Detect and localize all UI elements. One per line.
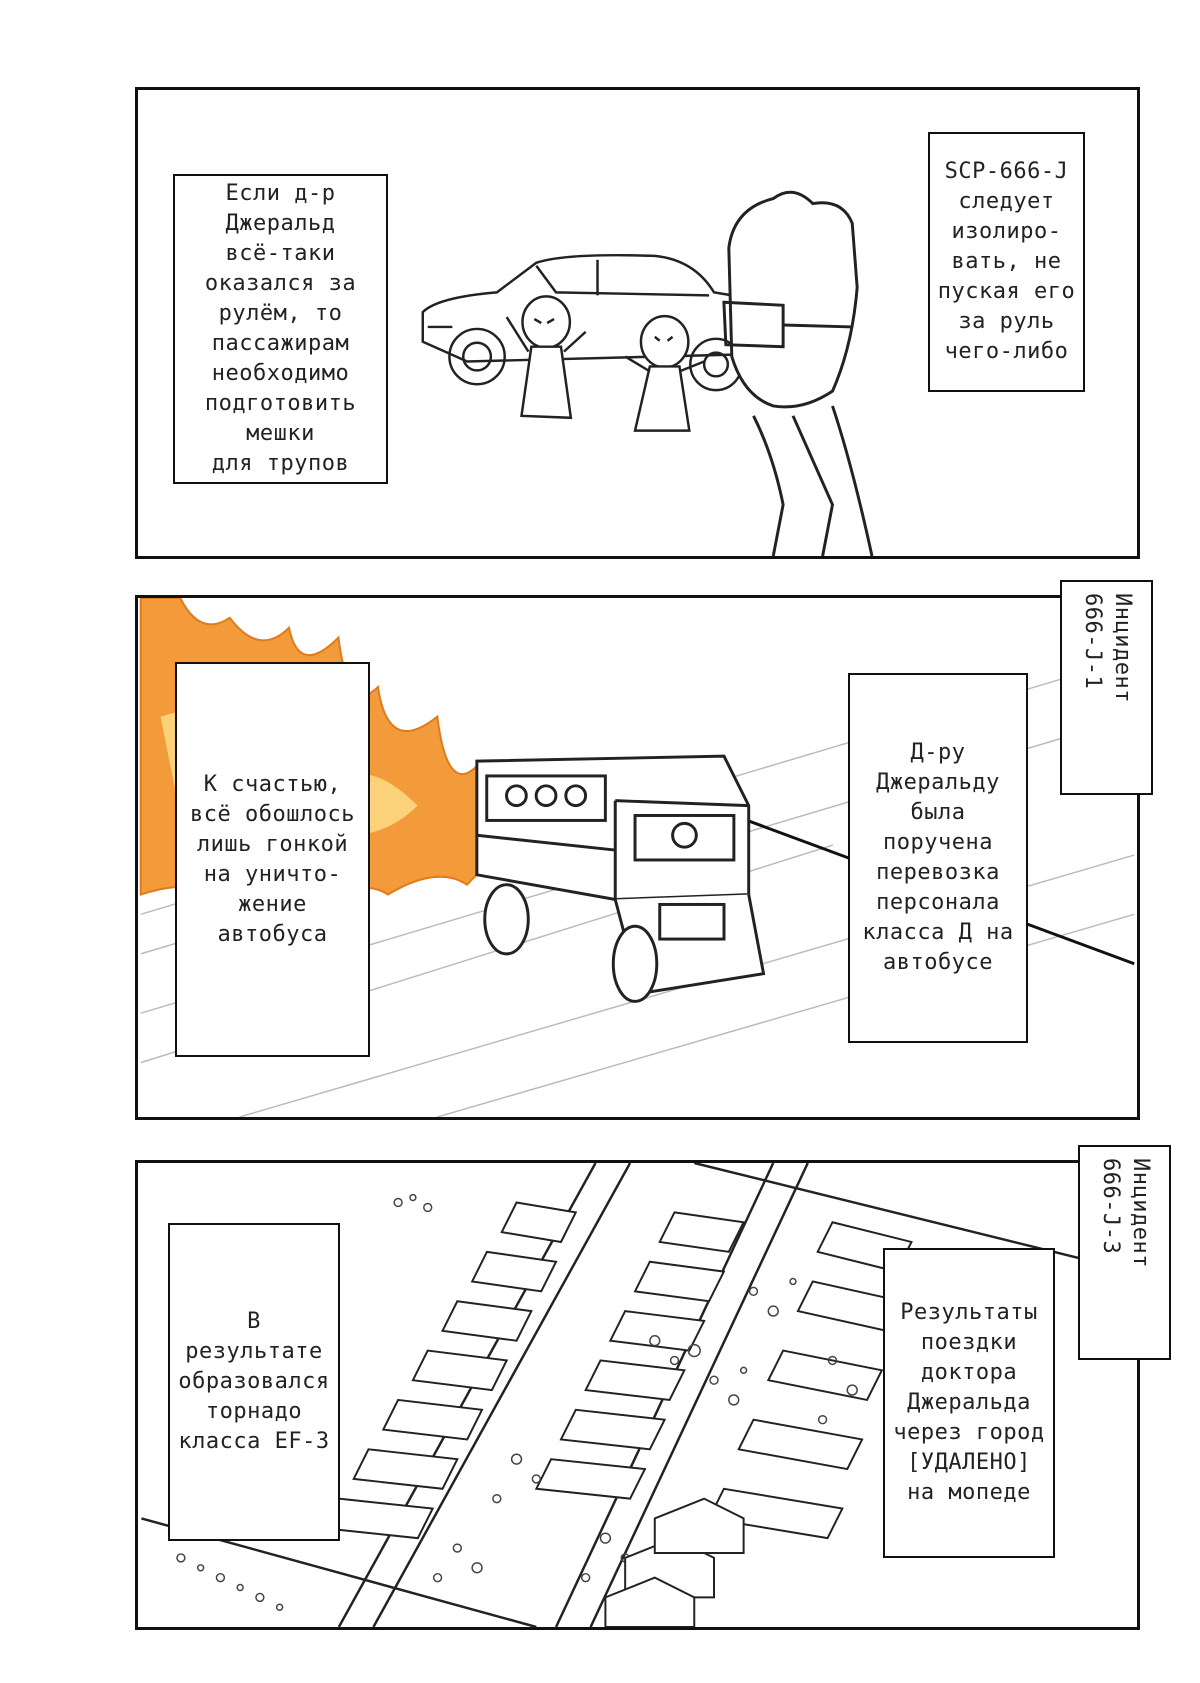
city-blocks [322, 1201, 913, 1540]
incident-label: Инцидент 666-J-1 [1060, 580, 1153, 795]
incident-label-text: Инцидент 666-J-1 [1079, 592, 1135, 703]
caption-box: К счастью, всё обошлось лишь гонкой на у… [175, 662, 370, 1057]
bus-drawing [475, 754, 766, 1003]
man-with-glasses-drawing [722, 190, 874, 556]
caption-box: SCP-666-J следует изолиро- вать, не пуск… [928, 132, 1085, 392]
caption-box: Д-ру Джеральду была поручена перевозка п… [848, 673, 1028, 1043]
panel-2: К счастью, всё обошлось лишь гонкой на у… [135, 595, 1140, 1120]
caption-box: В результате образовался торнадо класса … [168, 1223, 340, 1541]
panel-3: В результате образовался торнадо класса … [135, 1160, 1140, 1630]
city-tornado-illustration [141, 1163, 1134, 1627]
incident-label: Инцидент 666-J-3 [1078, 1145, 1171, 1360]
panel-1: Если д-р Джеральд всё-таки оказался за р… [135, 87, 1140, 559]
tornado-debris [176, 1193, 858, 1611]
caption-box: Если д-р Джеральд всё-таки оказался за р… [173, 174, 388, 484]
caption-box: Результаты поездки доктора Джеральда чер… [883, 1248, 1055, 1558]
car-scene-illustration [421, 190, 874, 556]
incident-label-text: Инцидент 666-J-3 [1097, 1157, 1153, 1268]
houses-drawing [604, 1497, 745, 1627]
figures-drawing [505, 295, 705, 432]
